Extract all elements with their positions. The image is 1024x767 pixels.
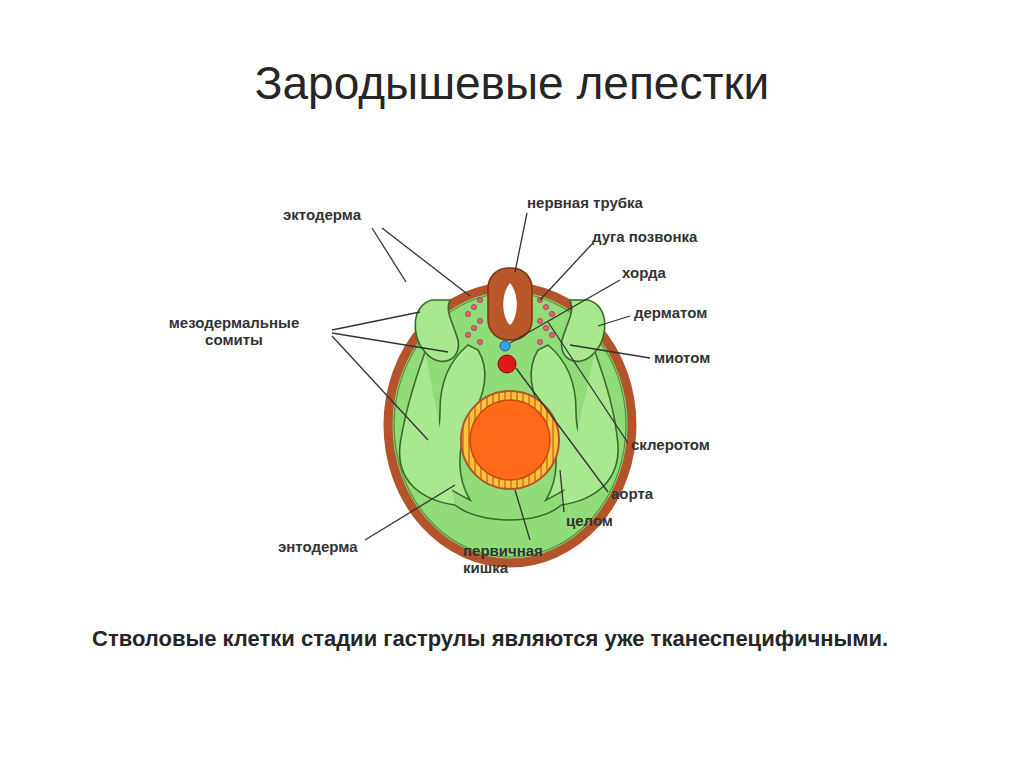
arch-cell	[537, 339, 542, 344]
notochord	[500, 341, 510, 351]
arch-cell	[549, 311, 554, 316]
coelom-line	[455, 505, 561, 520]
arch-cell	[549, 332, 554, 337]
part-label: миотом	[654, 349, 710, 366]
part-label: склеротом	[631, 436, 710, 453]
neural-canal	[503, 283, 517, 325]
primary-gut	[470, 400, 550, 480]
part-label: целом	[566, 512, 613, 529]
part-label: хорда	[622, 264, 666, 281]
arch-cell	[471, 304, 476, 309]
part-label: дерматом	[634, 304, 707, 321]
arch-cell	[543, 325, 548, 330]
arch-cell	[477, 318, 482, 323]
caption: Стволовые клетки стадии гаструлы являютс…	[92, 622, 892, 655]
arch-cell	[477, 339, 482, 344]
mesoderm-left	[400, 300, 485, 505]
leader-lines	[332, 213, 650, 540]
arch-cell	[465, 332, 470, 337]
part-label: мезодермальные сомиты	[138, 314, 330, 349]
aorta	[498, 355, 516, 373]
arch-cell	[537, 318, 542, 323]
part-label: эктодерма	[283, 206, 361, 223]
arch-cell	[543, 304, 548, 309]
arch-cell	[465, 311, 470, 316]
arch-cell	[477, 297, 482, 302]
slide-title: Зародышевые лепестки	[255, 56, 770, 110]
part-label: первичная кишка	[463, 542, 573, 577]
neural-tube	[488, 268, 532, 340]
part-label: дуга позвонка	[592, 228, 697, 245]
arch-cell	[471, 325, 476, 330]
part-label: энтодерма	[278, 538, 358, 555]
part-label: нервная трубка	[527, 194, 643, 211]
part-label: аорта	[611, 485, 653, 502]
